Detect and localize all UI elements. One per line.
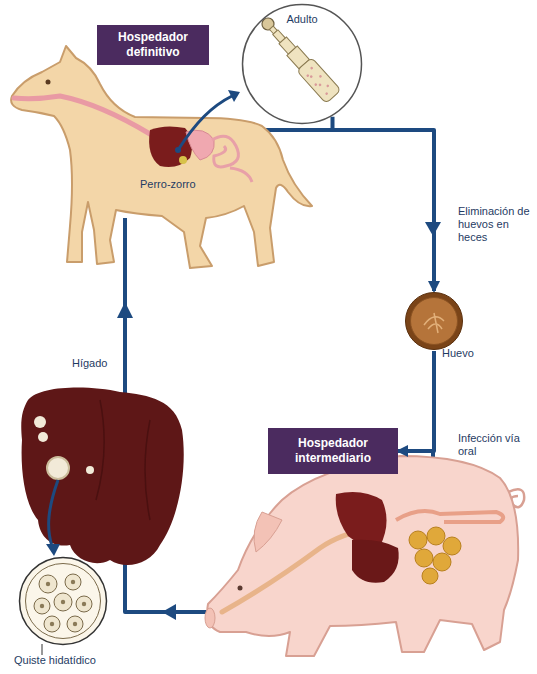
cyst-wall <box>20 558 107 645</box>
cyst-inner-wall <box>26 564 101 639</box>
cycle-arrowhead <box>117 302 133 318</box>
egg-dot <box>314 83 318 87</box>
egg-circle: Huevo <box>404 291 464 351</box>
edge-label: Eliminación de huevos en heces <box>458 205 536 245</box>
stage-label: Adulto <box>241 13 363 26</box>
protoscolex <box>46 582 50 586</box>
coil <box>433 553 451 571</box>
protoscolex <box>61 600 65 604</box>
egg-dot <box>319 74 323 78</box>
tapeworm-drawing <box>257 13 341 104</box>
organism-label: Hígado <box>72 357 107 370</box>
host-title: Hospedador intermediario <box>272 436 394 466</box>
liver-cyst-spot <box>34 416 46 428</box>
protoscolex <box>71 580 75 584</box>
liver-cyst-spot <box>38 432 48 442</box>
egg-dot <box>318 83 322 87</box>
edge-label: Infección vía oral <box>458 432 533 458</box>
leader-line <box>42 644 43 655</box>
stage-label: Huevo <box>442 347 474 360</box>
liver-cyst-spot <box>47 457 69 479</box>
brood-capsule <box>39 575 57 593</box>
dog-eye <box>46 80 51 85</box>
host-box: Hospedador definitivo <box>97 25 209 65</box>
dog-gallbladder <box>179 156 187 164</box>
cycle-connector <box>333 117 435 291</box>
brood-capsule <box>44 616 60 632</box>
dog-intestine <box>212 136 252 182</box>
egg-dot <box>326 84 330 88</box>
tapeworm-gravid-segment <box>297 57 341 103</box>
brood-capsule <box>65 574 81 590</box>
pig-eye <box>238 586 243 591</box>
coil <box>422 568 438 584</box>
pig-illustration <box>205 456 524 656</box>
coil <box>427 527 445 545</box>
protoscolex <box>82 602 86 606</box>
brood-capsule <box>54 593 72 611</box>
egg-dot <box>325 92 329 96</box>
protoscolex <box>40 604 44 608</box>
pointer-arrow <box>178 96 232 150</box>
egg-dot <box>310 66 314 70</box>
pig-esophagus <box>222 528 372 612</box>
organism-label: Perro-zorro <box>140 178 196 191</box>
protoscolex <box>50 622 54 626</box>
liver-lobe-line <box>96 400 150 520</box>
host-box: Hospedador intermediario <box>268 428 398 474</box>
protoscolex <box>73 622 77 626</box>
magnifier-fill <box>241 3 363 125</box>
egg-shell <box>406 293 463 350</box>
liver-shape <box>21 387 183 565</box>
pig-intestine <box>396 511 503 522</box>
node-outline <box>404 291 464 351</box>
oncosphere-hooks <box>424 313 444 333</box>
tapeworm-eggs <box>304 66 334 97</box>
pig-ear <box>254 512 282 552</box>
pig-lung <box>336 492 387 546</box>
egg-dot <box>306 74 310 78</box>
host-title: Hospedador definitivo <box>101 30 205 60</box>
brood-capsule <box>76 596 92 612</box>
brood-capsule <box>34 598 50 614</box>
coil <box>443 537 461 555</box>
cyst-circle: Quiste hidatídico <box>18 556 108 646</box>
cycle-arrowhead <box>425 222 441 236</box>
liver-cyst-spot <box>86 466 94 474</box>
brood-capsule <box>67 616 83 632</box>
liver-illustration <box>21 387 183 565</box>
dog-esophagus <box>14 96 150 134</box>
pig-body <box>207 456 518 656</box>
pig-intestine-coils <box>409 527 461 584</box>
cycle-arrowhead <box>162 604 176 620</box>
pointer-arrowhead <box>46 544 60 556</box>
stage-label: Quiste hidatídico <box>14 654 96 667</box>
coil <box>409 531 427 549</box>
node-outline <box>18 556 108 646</box>
coil <box>415 549 433 567</box>
adult-circle: Adulto <box>241 3 363 125</box>
pointer-arrowhead <box>228 90 240 102</box>
egg-dot <box>309 75 313 79</box>
pointer-arrow <box>49 480 58 546</box>
pig-snout <box>205 608 215 628</box>
egg-inner <box>411 298 458 345</box>
cycle-connector <box>398 351 434 451</box>
pig-liver <box>352 540 399 583</box>
